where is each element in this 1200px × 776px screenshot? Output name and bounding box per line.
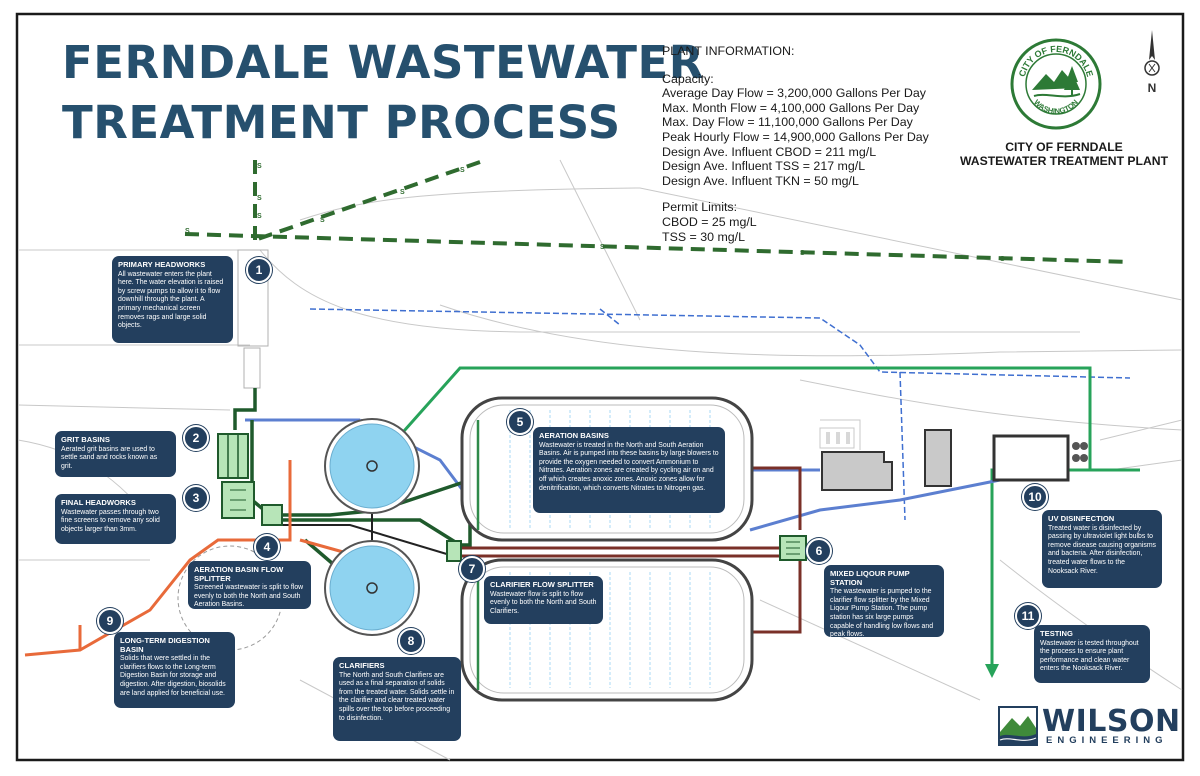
step-5-box: AERATION BASINS Wastewater is treated in…	[533, 427, 725, 513]
aeration-flow-splitter	[261, 504, 283, 526]
north-arrow-icon: N	[1144, 30, 1160, 95]
wilson-sub: ENGINEERING	[1046, 735, 1168, 746]
step-title: UV DISINFECTION	[1048, 514, 1115, 523]
capacity-line: Design Ave. Influent CBOD = 211 mg/L	[662, 144, 877, 159]
step-marker-3: 3	[183, 485, 209, 511]
svg-text:S: S	[1000, 256, 1005, 263]
step-title: PRIMARY HEADWORKS	[118, 260, 206, 269]
step-4-box: AERATION BASIN FLOW SPLITTER Screened wa…	[188, 561, 311, 609]
step-marker-8: 8	[398, 628, 424, 654]
step-text: The wastewater is pumped to the clarifie…	[830, 588, 934, 639]
permit-heading: Permit Limits:	[662, 200, 738, 215]
capacity-line: Design Ave. Influent TSS = 217 mg/L	[662, 159, 866, 174]
sewer-lines	[184, 160, 1131, 264]
step-3-box: FINAL HEADWORKS Wastewater passes throug…	[55, 494, 176, 544]
step-text: Screened wastewater is split to flow eve…	[194, 584, 304, 609]
wilson-name: WILSON	[1042, 704, 1181, 739]
step-title: AERATION BASIN FLOW SPLITTER	[194, 565, 284, 583]
step-text: The North and South Clarifiers are used …	[339, 671, 455, 722]
svg-text:S: S	[257, 195, 262, 202]
clarifier-flow-splitter	[446, 540, 462, 562]
capacity-line: Peak Hourly Flow = 14,900,000 Gallons Pe…	[662, 129, 929, 144]
blower-building	[821, 451, 893, 491]
step-marker-5: 5	[507, 409, 533, 435]
svg-text:S: S	[185, 228, 190, 235]
permit-line: CBOD = 25 mg/L	[662, 214, 757, 229]
diffuser-grid	[509, 410, 711, 688]
outfall-arrow	[985, 664, 999, 678]
city-seal-logo: CITY OF FERNDALE WASHINGTON	[1010, 38, 1102, 130]
north-clarifier	[324, 418, 420, 514]
sewer-labels: S S S S S S S S S S	[185, 163, 1005, 263]
step-text: Wastewater passes through two fine scree…	[61, 508, 160, 533]
step-marker-9: 9	[97, 608, 123, 634]
step-6-box: MIXED LIQOUR PUMP STATION The wastewater…	[824, 565, 944, 639]
svg-text:S: S	[320, 217, 325, 224]
step-title: TESTING	[1040, 629, 1073, 638]
step-9-box: LONG-TERM DIGESTION BASIN Solids that we…	[114, 632, 235, 708]
operations-building	[924, 429, 952, 487]
permit-line: TSS = 30 mg/L	[662, 229, 745, 244]
capacity-heading: Capacity:	[662, 71, 714, 86]
grit-basins	[217, 433, 249, 479]
step-7-box: CLARIFIER FLOW SPLITTER Wastewater flow …	[484, 576, 603, 624]
map-frame	[15, 12, 1185, 762]
step-marker-11: 11	[1015, 603, 1041, 629]
step-2-box: GRIT BASINS Aerated grit basins are used…	[55, 431, 176, 477]
brown-pipes	[460, 466, 802, 634]
step-8-box: CLARIFIERS The North and South Clarifier…	[333, 657, 461, 741]
step-text: Aerated grit basins are used to settle s…	[61, 445, 158, 470]
step-marker-1: 1	[246, 257, 272, 283]
city-caption-line-2: WASTEWATER TREATMENT PLANT	[959, 154, 1169, 168]
step-marker-10: 10	[1022, 484, 1048, 510]
step-text: Wastewater is tested throughout the proc…	[1040, 639, 1139, 673]
svg-text:S: S	[257, 163, 262, 170]
uv-building	[992, 434, 1070, 482]
capacity-line: Max. Day Flow = 11,100,000 Gallons Per D…	[662, 115, 913, 130]
svg-text:S: S	[800, 250, 805, 257]
svg-text:S: S	[600, 244, 605, 251]
step-text: Treated water is disinfected by passing …	[1048, 524, 1157, 575]
step-10-box: UV DISINFECTION Treated water is disinfe…	[1042, 510, 1162, 588]
step-marker-4: 4	[254, 534, 280, 560]
svg-text:S: S	[400, 189, 405, 196]
step-text: Solids that were settled in the clarifie…	[120, 655, 226, 697]
svg-text:S: S	[460, 167, 465, 174]
city-caption: CITY OF FERNDALE WASTEWATER TREATMENT PL…	[940, 140, 1188, 168]
uv-channel-icons	[1072, 442, 1088, 462]
water-main	[309, 308, 1131, 521]
svg-text:N: N	[1148, 81, 1157, 95]
step-text: Wastewater flow is split to flow evenly …	[490, 590, 597, 615]
step-title: FINAL HEADWORKS	[61, 498, 136, 507]
step-title: CLARIFIER FLOW SPLITTER	[490, 580, 594, 589]
svg-text:S: S	[257, 213, 262, 220]
step-marker-6: 6	[806, 538, 832, 564]
plant-information: PLANT INFORMATION: Capacity: Average Day…	[662, 44, 929, 244]
south-clarifier	[324, 540, 420, 636]
step-title: AERATION BASINS	[539, 431, 609, 440]
plant-info-heading: PLANT INFORMATION:	[662, 44, 795, 58]
step-title: GRIT BASINS	[61, 435, 110, 444]
capacity-line: Max. Month Flow = 4,100,000 Gallons Per …	[662, 100, 920, 115]
step-marker-7: 7	[459, 556, 485, 582]
step-text: Wastewater is treated in the North and S…	[539, 441, 719, 492]
wilson-engineering-logo: WILSON ENGINEERING	[998, 704, 1180, 748]
wilson-mark-icon	[998, 706, 1038, 746]
step-title: LONG-TERM DIGESTION BASIN	[120, 636, 210, 654]
step-title: CLARIFIERS	[339, 661, 385, 670]
step-11-box: TESTING Wastewater is tested throughout …	[1034, 625, 1150, 683]
title-line-1: FERNDALE WASTEWATER	[62, 36, 704, 89]
city-caption-line-1: CITY OF FERNDALE	[1005, 140, 1123, 154]
step-text: All wastewater enters the plant here. Th…	[118, 270, 224, 330]
effluent-line	[378, 366, 1140, 670]
step-title: MIXED LIQOUR PUMP STATION	[830, 569, 910, 587]
title-line-2: TREATMENT PROCESS	[62, 96, 621, 149]
step-marker-2: 2	[183, 425, 209, 451]
headworks-structure	[237, 249, 269, 347]
capacity-line: Average Day Flow = 3,200,000 Gallons Per…	[662, 86, 926, 101]
step-1-box: PRIMARY HEADWORKS All wastewater enters …	[112, 256, 233, 343]
capacity-line: Design Ave. Influent TKN = 50 mg/L	[662, 173, 859, 188]
